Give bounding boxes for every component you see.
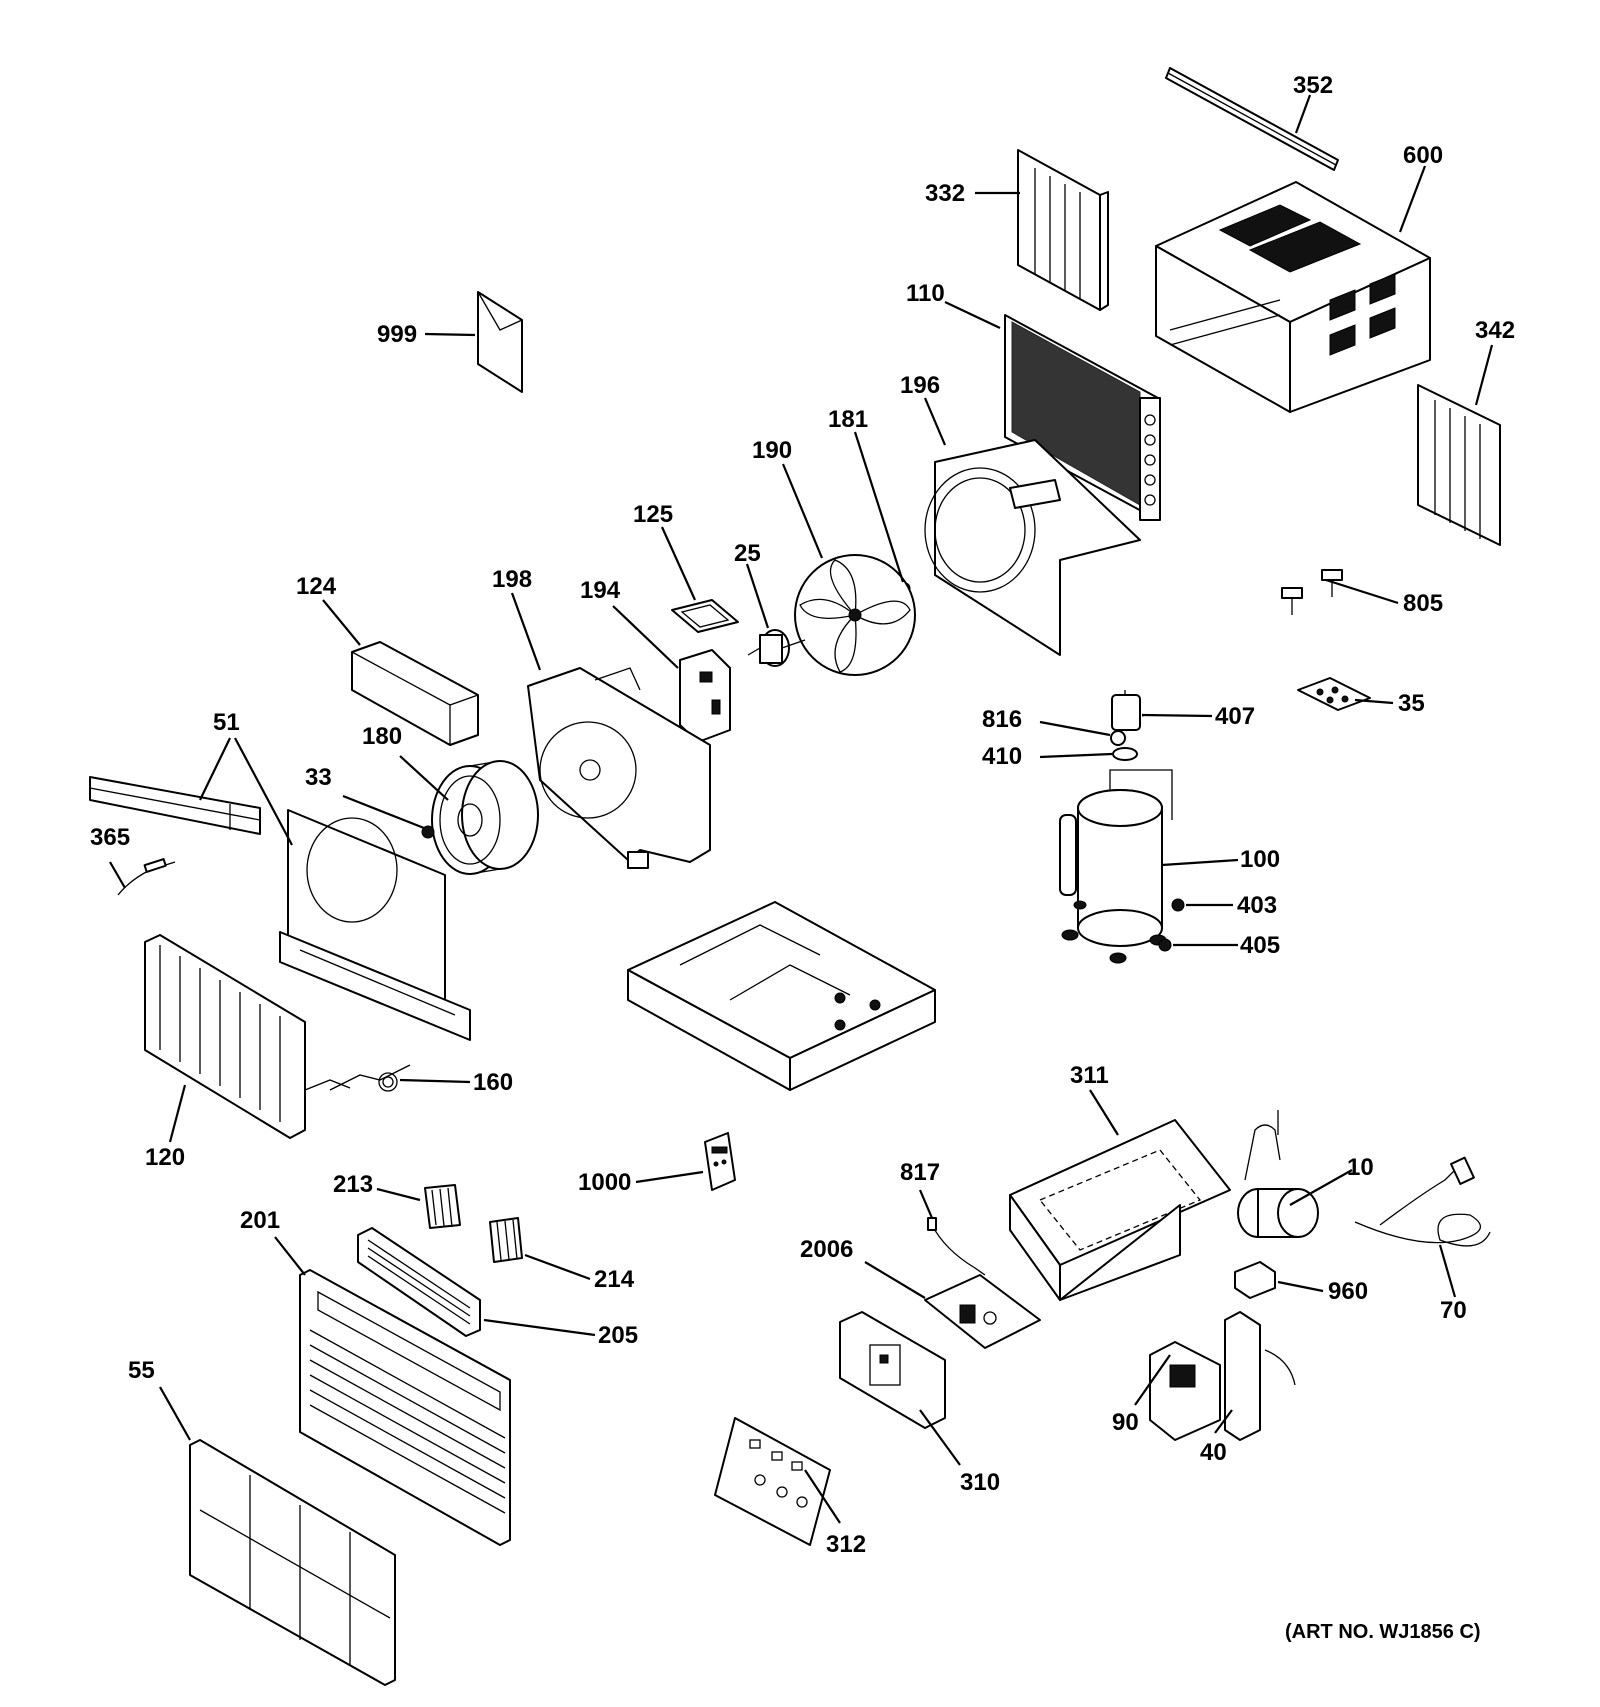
callout-labels: 352 600 332 110 342 999 196 181 190 125 …: [90, 72, 1515, 1643]
part-201-front-grille: [299, 1269, 511, 1546]
callout-960: 960: [1328, 1278, 1368, 1305]
callout-410: 410: [982, 743, 1022, 770]
part-198-scroll-housing: [527, 667, 711, 869]
part-817-sensor-wire: [927, 1217, 986, 1276]
part-25-fan-motor: [747, 629, 806, 667]
part-194-control-bracket: [679, 649, 731, 743]
callout-2006: 2006: [800, 1236, 853, 1263]
part-base-pan: [627, 901, 936, 1091]
callout-205: 205: [598, 1322, 638, 1349]
part-352-top-rail: [1165, 67, 1339, 171]
callout-805: 805: [1403, 590, 1443, 617]
callout-816: 816: [982, 706, 1022, 733]
callout-124: 124: [296, 573, 337, 600]
part-214-louver: [489, 1217, 523, 1263]
part-70-power-cord: [1354, 1156, 1491, 1247]
part-180-blower-wheel: [431, 760, 539, 875]
callout-213: 213: [333, 1171, 373, 1198]
callout-51: 51: [213, 709, 240, 736]
part-332-side-panel: [1017, 149, 1109, 311]
part-960-relay: [1234, 1261, 1276, 1299]
callout-817: 817: [900, 1159, 940, 1186]
callout-125: 125: [633, 501, 673, 528]
part-35-terminal-plate: [1297, 677, 1371, 711]
callout-181: 181: [828, 406, 868, 433]
part-190-fan-blade: [794, 554, 916, 676]
part-124-cover: [351, 641, 479, 746]
part-40-bracket: [1224, 1311, 1296, 1441]
callout-90: 90: [1112, 1409, 1139, 1436]
part-365-thermistor: [117, 858, 176, 896]
part-999-literature: [477, 291, 523, 393]
leader-lines: [109, 94, 1494, 1524]
callout-10: 10: [1347, 1154, 1374, 1181]
part-33-nut: [421, 825, 435, 839]
callout-35: 35: [1398, 690, 1425, 717]
callout-311: 311: [1070, 1062, 1109, 1089]
callout-70: 70: [1440, 1297, 1467, 1324]
callout-312: 312: [826, 1531, 866, 1558]
callout-332: 332: [925, 180, 965, 207]
part-110-condenser-coil: [1004, 314, 1161, 521]
part-600-cabinet: [1155, 181, 1431, 413]
part-310-display-board: [839, 1311, 946, 1429]
callout-403: 403: [1237, 892, 1277, 919]
callout-201: 201: [240, 1207, 280, 1234]
callout-190: 190: [752, 437, 792, 464]
part-90-transformer: [1149, 1341, 1221, 1441]
callout-407: 407: [1215, 703, 1255, 730]
part-10-capacitor: [1237, 1110, 1319, 1238]
callout-600: 600: [1403, 142, 1443, 169]
callout-110: 110: [906, 280, 945, 307]
part-196-shroud: [924, 439, 1141, 656]
callout-40: 40: [1200, 1439, 1227, 1466]
part-403-grommet: [1171, 898, 1185, 912]
callout-310: 310: [960, 1469, 1000, 1496]
callout-194: 194: [580, 577, 621, 604]
art-number: (ART NO. WJ1856 C): [1285, 1621, 1481, 1643]
callout-180: 180: [362, 723, 402, 750]
part-100-compressor: [1059, 769, 1173, 964]
part-311-control-box: [1009, 1119, 1231, 1301]
part-160-capillary: [329, 1064, 411, 1092]
part-407-terminal-cover: [1111, 690, 1141, 731]
part-55-filter: [189, 1439, 396, 1686]
callout-33: 33: [305, 764, 332, 791]
part-205-louver-grille: [357, 1227, 481, 1337]
part-51-front-panel: [279, 809, 471, 1041]
callout-352: 352: [1293, 72, 1333, 99]
part-2006-pcb: [924, 1274, 1041, 1349]
callout-196: 196: [900, 372, 940, 399]
part-312-control-panel: [714, 1417, 831, 1546]
callout-160: 160: [473, 1069, 513, 1096]
part-125-bracket: [671, 599, 739, 633]
part-816-overload: [1110, 730, 1126, 746]
callout-25: 25: [734, 540, 761, 567]
part-1000-remote: [704, 1132, 736, 1191]
part-405-grommet: [1158, 938, 1172, 952]
callout-100: 100: [1240, 846, 1280, 873]
callout-365: 365: [90, 824, 130, 851]
callout-214: 214: [594, 1266, 635, 1293]
callout-342: 342: [1475, 317, 1515, 344]
part-213-louver: [424, 1184, 461, 1229]
part-120-evaporator-coil: [144, 934, 351, 1139]
part-410-gasket: [1112, 747, 1138, 761]
part-805-clips: [1281, 569, 1343, 615]
callout-1000: 1000: [578, 1169, 631, 1196]
part-342-side-panel: [1417, 384, 1501, 546]
part-51-air-deflector: [89, 776, 261, 835]
callout-999: 999: [377, 321, 417, 348]
callout-55: 55: [128, 1357, 155, 1384]
callout-405: 405: [1240, 932, 1280, 959]
callout-120: 120: [145, 1144, 185, 1171]
callout-198: 198: [492, 566, 532, 593]
